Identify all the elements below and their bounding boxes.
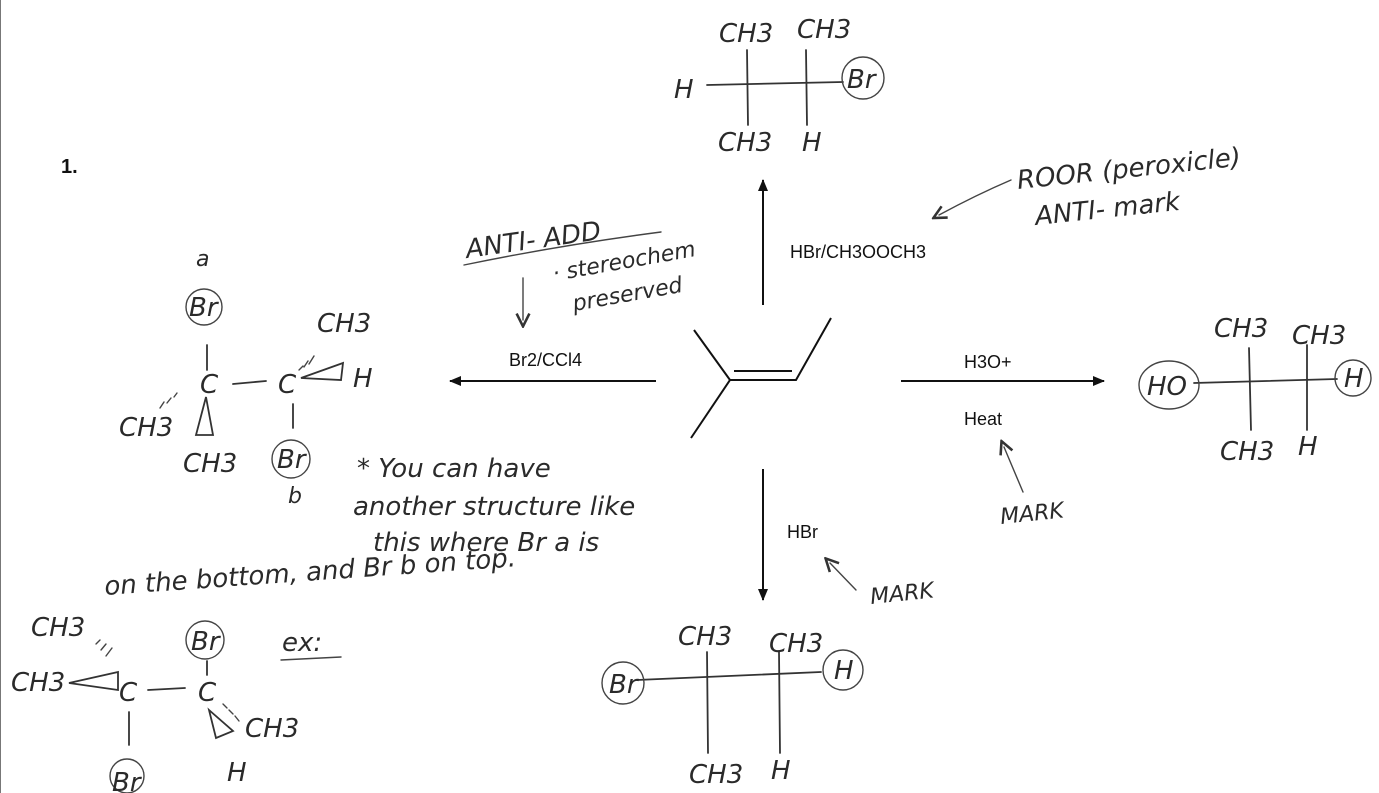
top-ch3-left: CH3 [719, 19, 773, 49]
top-br-circle [841, 56, 885, 100]
example-ch3-right: CH3 [245, 714, 299, 744]
left-ch3-left: CH3 [119, 413, 173, 443]
example-ch3-left: CH3 [11, 668, 65, 698]
problem-number: 1. [61, 156, 78, 178]
right-ho-left: HO [1147, 372, 1187, 402]
bottom-ch3-right: CH3 [769, 629, 823, 659]
left-h-right: H [353, 364, 373, 394]
product-right-fischer: CH3 CH3 HO H CH3 H [1138, 314, 1372, 467]
reagent-bottom: HBr [787, 522, 818, 542]
example-ch3-top: CH3 [31, 613, 85, 643]
example-wedge-down [207, 707, 235, 740]
top-ch3-bottom: CH3 [718, 128, 772, 158]
reagent-right: H3O+ [964, 352, 1012, 372]
right-h-right: H [1344, 364, 1364, 394]
mark-right-arrow [1004, 447, 1024, 493]
product-bottom-fischer: CH3 CH3 Br H CH3 H [601, 622, 864, 790]
bottom-ch3-bottom: CH3 [689, 760, 743, 790]
mark-bottom-note: MARK [869, 578, 937, 610]
example-br-top: Br [191, 627, 222, 657]
bottom-h-bottom: H [771, 756, 791, 786]
reagent-top: HBr/CH3OOCH3 [790, 242, 926, 262]
bottom-h-right: H [834, 656, 854, 686]
bottom-ch3-left: CH3 [678, 622, 732, 652]
top-br-right: Br [847, 65, 878, 95]
right-ch3-right: CH3 [1292, 321, 1346, 351]
top-h-left: H [674, 75, 694, 105]
right-ho-circle [1138, 360, 1200, 410]
left-ch3-top: CH3 [317, 309, 371, 339]
example-br-bottom: Br [112, 768, 143, 793]
left-c2: C [278, 370, 297, 400]
star-note-line2: another structure like [353, 492, 635, 522]
reagent-left: Br2/CCl4 [509, 350, 582, 370]
bottom-br-circle [601, 661, 645, 705]
right-h-bottom: H [1298, 432, 1318, 462]
reagent-right-heat: Heat [964, 409, 1002, 429]
star-note-line4: on the bottom, and Br b on top. [103, 543, 517, 602]
anti-add-underline [463, 231, 662, 266]
right-ch3-bottom: CH3 [1220, 437, 1274, 467]
star-note-line3: this where Br a is [373, 528, 599, 558]
product-top-fischer: CH3 CH3 H Br CH3 H [674, 15, 885, 158]
mark-right-note: MARK [999, 498, 1067, 530]
bottom-h-circle [822, 649, 864, 691]
roor-pointer-arrow [939, 179, 1012, 215]
left-label-b: b [288, 484, 302, 509]
star-note-line1: * You can have [357, 454, 551, 484]
example-label: ex: [282, 628, 322, 658]
left-dash-upper [298, 355, 315, 371]
left-label-a: a [196, 247, 209, 272]
left-br-bottom-circle [271, 439, 311, 479]
top-h-bottom: H [802, 128, 822, 158]
example-dash-right [222, 703, 240, 722]
left-br-top-circle [185, 288, 223, 326]
right-h-circle [1334, 359, 1372, 397]
product-left-dibromide: a Br C C CH3 H CH3 CH3 Br b [119, 247, 373, 509]
right-ch3-left: CH3 [1214, 314, 1268, 344]
left-c1: C [200, 370, 219, 400]
example-br-bottom-circle [109, 758, 145, 793]
example-c1: C [119, 678, 138, 708]
roor-note-line1: ROOR (peroxicle) [1016, 143, 1243, 196]
example-underline [280, 656, 342, 661]
mark-bottom-arrow [830, 563, 857, 591]
left-ch3-bottom: CH3 [183, 449, 237, 479]
example-br-top-circle [185, 620, 225, 660]
left-dash-lower [159, 392, 178, 409]
example-h-bottom: H [227, 758, 247, 788]
example-c2: C [198, 678, 217, 708]
bottom-br-left: Br [609, 670, 640, 700]
left-br-top: Br [189, 293, 220, 323]
example-dash [95, 639, 113, 657]
example-structure: CH3 CH3 C C Br CH3 H Br [11, 613, 299, 793]
example-wedge-left [68, 670, 119, 692]
roor-note-line2: ANTI- mark [1032, 187, 1183, 232]
starting-alkene [690, 317, 832, 439]
left-wedge-down [194, 396, 215, 436]
top-ch3-right: CH3 [797, 15, 851, 45]
left-wedge-right [300, 361, 345, 381]
left-br-bottom: Br [277, 445, 308, 475]
